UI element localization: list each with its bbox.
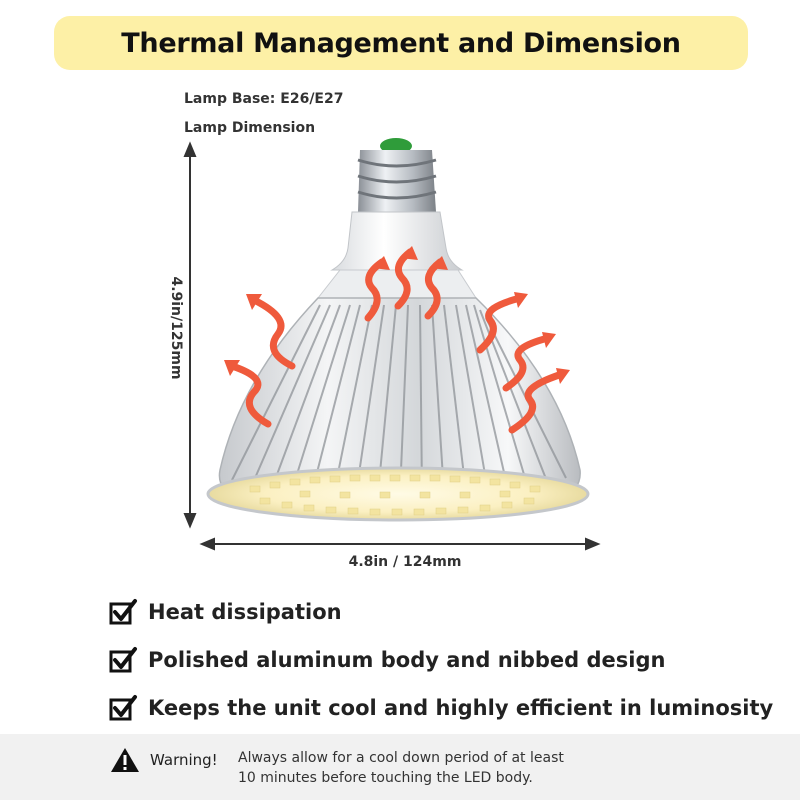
lamp-base-spec: Lamp Base: E26/E27 [184, 91, 344, 107]
feature-text: Keeps the unit cool and highly efficient… [148, 696, 774, 720]
lamp-dimension-label: Lamp Dimension [184, 120, 316, 136]
feature-text: Polished aluminum body and nibbed design [148, 648, 666, 672]
list-item: Heat dissipation [108, 588, 773, 636]
feature-text: Heat dissipation [148, 600, 342, 624]
width-dimension-label: 4.8in / 124mm [348, 554, 462, 570]
width-dimension-line [199, 537, 601, 551]
title-banner: Thermal Management and Dimension [54, 16, 748, 70]
lamp-illustration [183, 138, 601, 551]
check-icon [109, 695, 137, 721]
feature-list: Heat dissipation Polished aluminum body … [108, 588, 773, 732]
warning-text: Always allow for a cool down period of a… [238, 750, 564, 786]
heat-arrows [228, 248, 566, 434]
warning-label: Warning! [150, 751, 218, 769]
check-icon [109, 647, 137, 673]
height-dimension-line [183, 141, 197, 529]
list-item: Keeps the unit cool and highly efficient… [108, 684, 773, 732]
heat-arrow-heads [224, 246, 570, 384]
lamp-neck [330, 211, 464, 271]
list-item: Polished aluminum body and nibbed design [108, 636, 773, 684]
warning-triangle-icon [111, 748, 139, 772]
check-icon [109, 599, 137, 625]
height-dimension-label: 4.9in/125mm [168, 276, 184, 380]
led-chips [249, 474, 541, 516]
warning-banner: Warning! Always allow for a cool down pe… [0, 734, 800, 800]
page-title: Thermal Management and Dimension [121, 27, 681, 59]
lamp-screw-base [357, 150, 437, 212]
